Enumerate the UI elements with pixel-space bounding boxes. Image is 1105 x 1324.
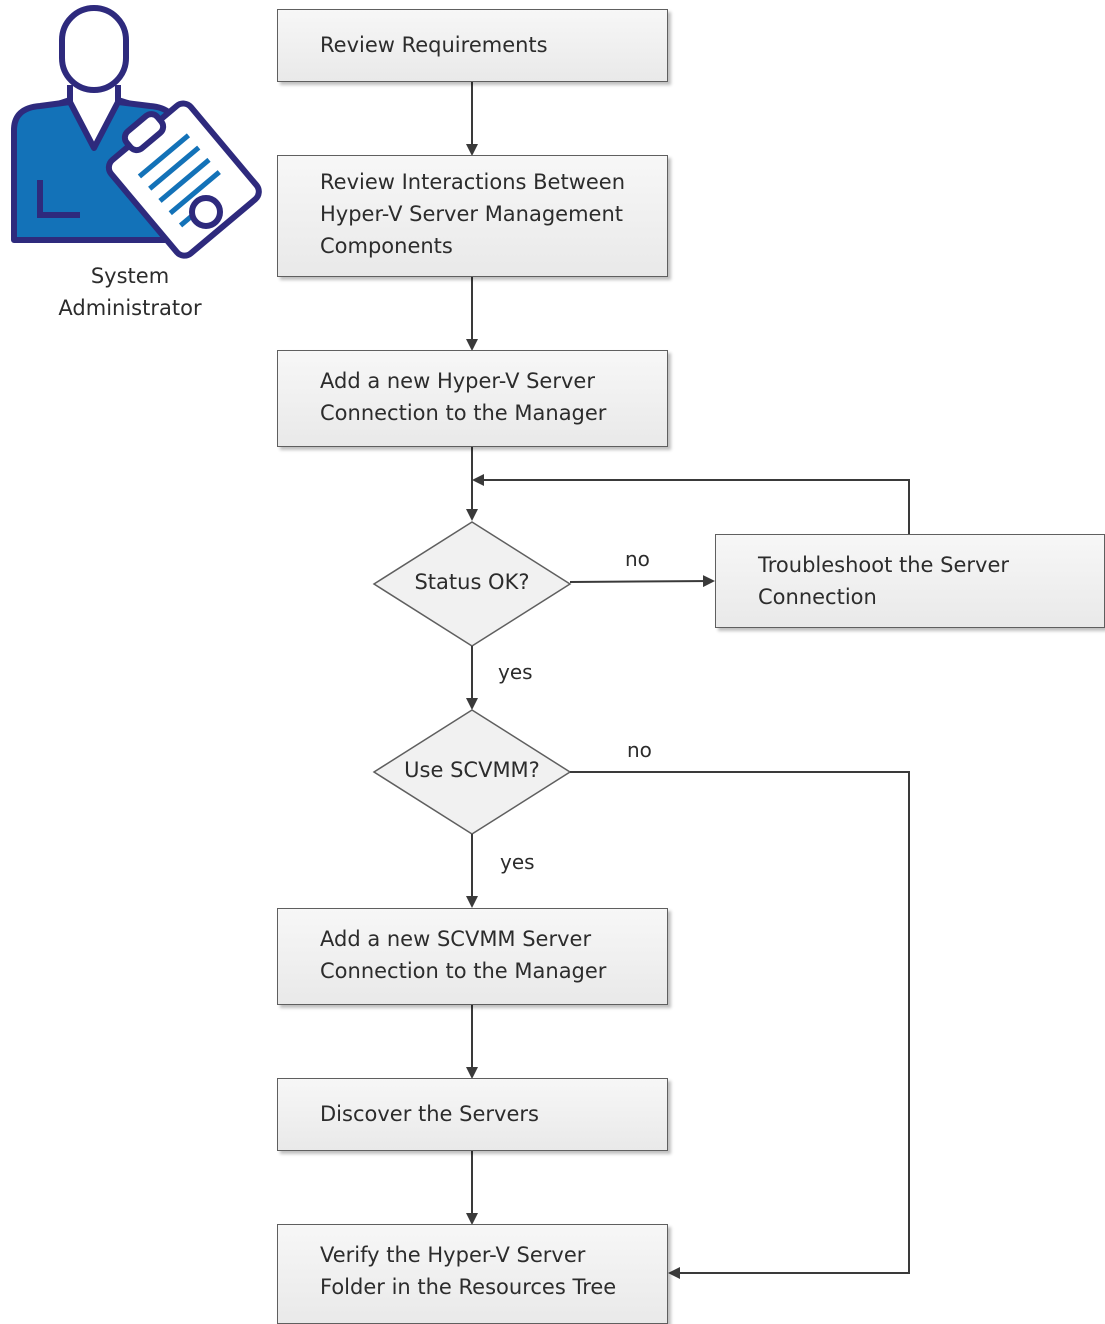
step-review-requirements: Review Requirements bbox=[277, 9, 668, 82]
step-review-interactions: Review Interactions Between Hyper-V Serv… bbox=[277, 155, 668, 277]
step-add-scvmm-connection: Add a new SCVMM Server Connection to the… bbox=[277, 908, 668, 1005]
actor-caption: System Administrator bbox=[40, 260, 220, 324]
step-text: Verify the Hyper-V Server bbox=[320, 1243, 586, 1267]
connector-loop bbox=[472, 474, 910, 534]
step-text: Components bbox=[320, 234, 453, 258]
step-text: Folder in the Resources Tree bbox=[320, 1275, 617, 1299]
actor-line1: System bbox=[90, 264, 170, 288]
step-text: Review Interactions Between bbox=[320, 170, 626, 194]
step-text: Troubleshoot the Server bbox=[758, 553, 1010, 577]
connector-status-no bbox=[569, 575, 715, 588]
connector-scvmm-no bbox=[570, 771, 910, 1279]
step-text: Connection to the Manager bbox=[320, 401, 607, 425]
step-text: Add a new SCVMM Server bbox=[320, 927, 592, 951]
step-verify-folder: Verify the Hyper-V Server Folder in the … bbox=[277, 1224, 668, 1324]
step-add-hyperv-connection: Add a new Hyper-V Server Connection to t… bbox=[277, 350, 668, 447]
decision-status-ok-label: Status OK? bbox=[414, 570, 530, 594]
status-no-label: no bbox=[625, 547, 650, 571]
step-text: Connection bbox=[758, 585, 877, 609]
decision-use-scvmm-label: Use SCVMM? bbox=[404, 758, 540, 782]
step-text: Connection to the Manager bbox=[320, 959, 607, 983]
scvmm-no-label: no bbox=[627, 738, 652, 762]
step-text: Review Requirements bbox=[320, 33, 548, 57]
step-text: Add a new Hyper-V Server bbox=[320, 369, 595, 393]
step-text: Hyper-V Server Management bbox=[320, 202, 624, 226]
scvmm-yes-label: yes bbox=[500, 850, 535, 874]
status-yes-label: yes bbox=[498, 660, 533, 684]
actor-line2: Administrator bbox=[58, 296, 202, 320]
step-troubleshoot-connection: Troubleshoot the Server Connection bbox=[715, 534, 1105, 628]
step-text: Discover the Servers bbox=[320, 1102, 539, 1126]
step-discover-servers: Discover the Servers bbox=[277, 1078, 668, 1151]
system-administrator-icon bbox=[11, 5, 262, 259]
